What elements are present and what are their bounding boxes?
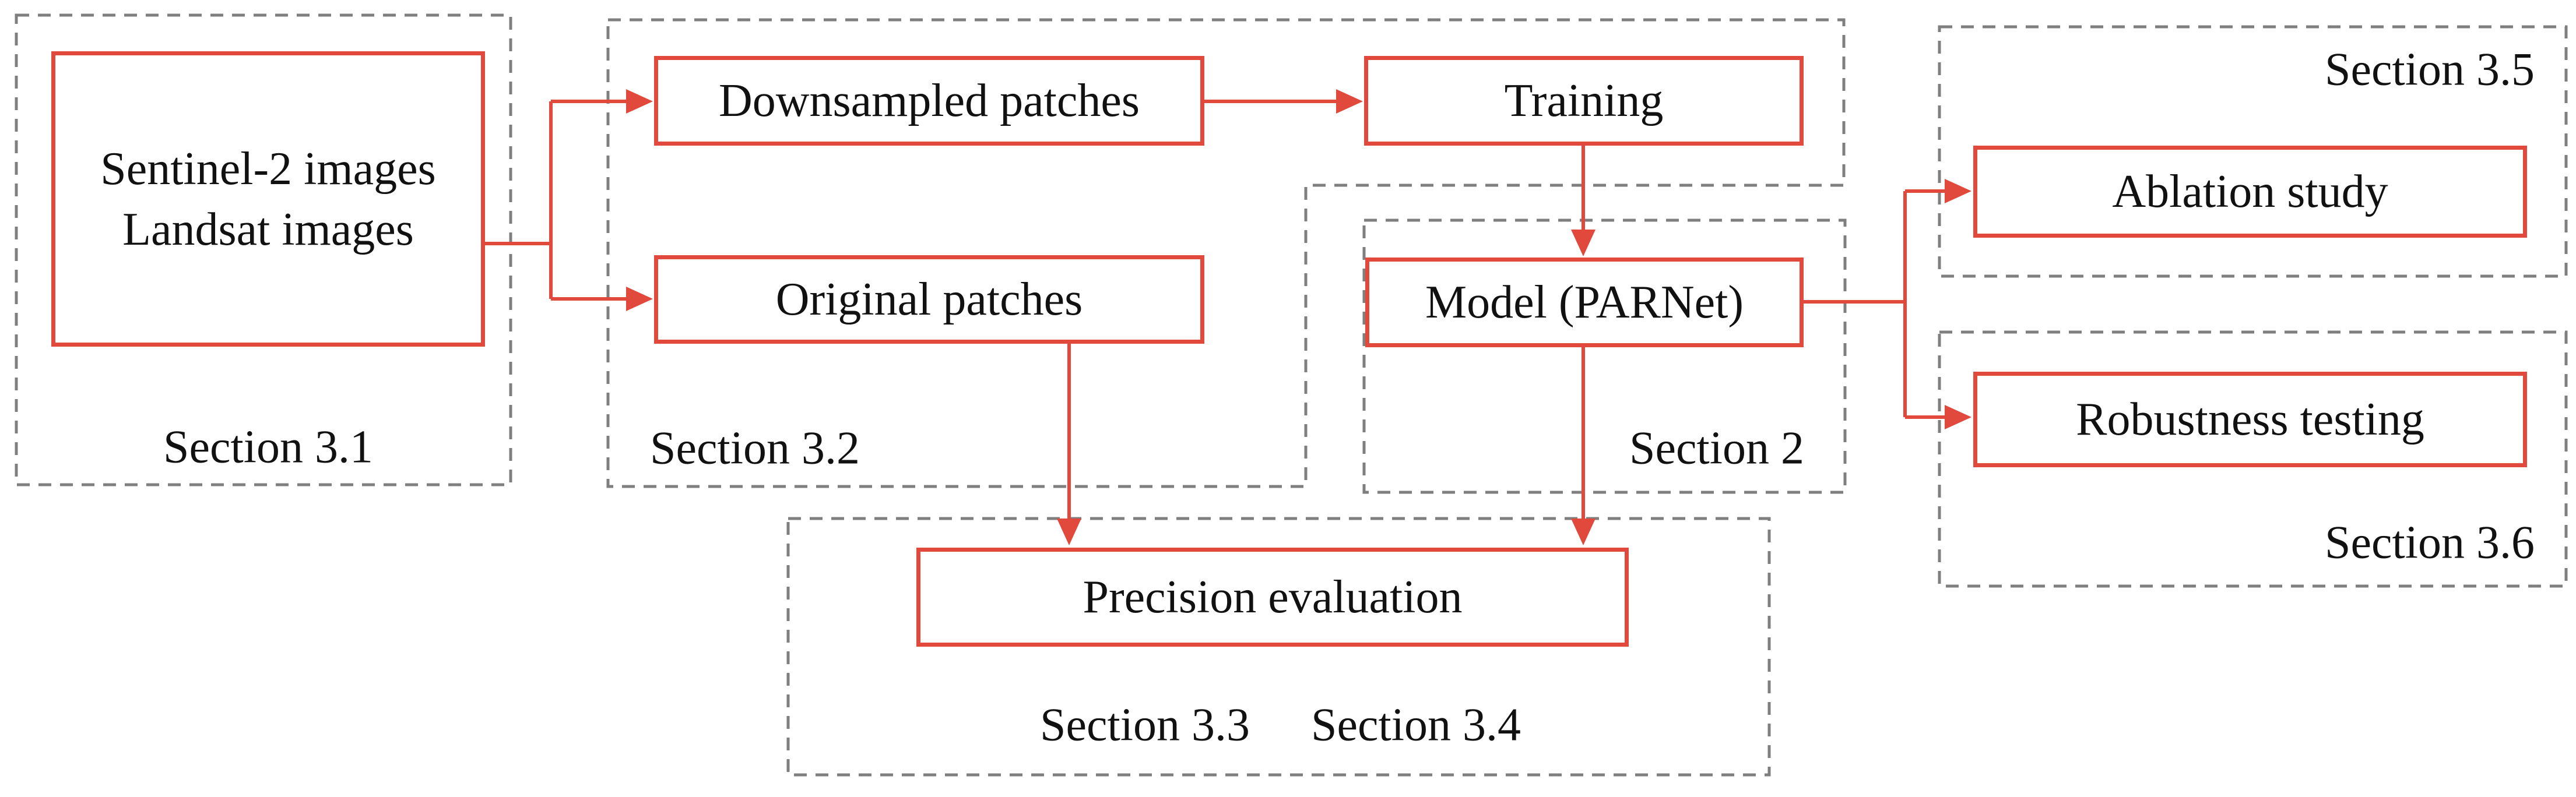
section-label-3-3: Section 3.3	[1040, 699, 1250, 751]
node-ablation-label: Ablation study	[2112, 166, 2388, 217]
node-model-label: Model (PARNet)	[1425, 277, 1744, 328]
section-label-3-5: Section 3.5	[2325, 44, 2535, 96]
node-ablation-study: Ablation study	[1973, 146, 2527, 238]
node-downsampled-label: Downsampled patches	[718, 75, 1140, 126]
section-3-2-outline	[606, 18, 1846, 488]
arrowhead-original-to-precision	[1057, 519, 1081, 545]
node-robustness-label: Robustness testing	[2076, 394, 2424, 445]
section-3-6-outline	[1938, 330, 2568, 588]
node-original-patches: Original patches	[654, 255, 1204, 344]
node-training: Training	[1364, 56, 1804, 146]
section-label-3-6: Section 3.6	[2325, 517, 2535, 569]
section-3-5-outline	[1938, 25, 2568, 278]
section-label-3-1: Section 3.1	[163, 421, 373, 473]
arrowhead-to-ablation	[1945, 179, 1971, 203]
node-sentinel-line2: Landsat images	[122, 203, 414, 255]
section-2-outline	[1362, 218, 1847, 494]
node-robustness-testing: Robustness testing	[1973, 372, 2527, 467]
arrowhead-to-original	[626, 287, 653, 311]
section-3-1-outline	[15, 13, 512, 486]
arrowhead-to-robustness	[1945, 405, 1971, 429]
node-downsampled-patches: Downsampled patches	[654, 56, 1204, 146]
node-original-label: Original patches	[775, 274, 1083, 325]
node-model-parnet: Model (PARNet)	[1365, 258, 1804, 347]
node-precision-label: Precision evaluation	[1083, 572, 1463, 623]
section-label-3-4: Section 3.4	[1311, 699, 1521, 751]
arrowhead-to-downsampled	[626, 89, 653, 114]
node-precision-evaluation: Precision evaluation	[916, 548, 1629, 647]
node-sentinel-line1: Sentinel-2 images	[100, 143, 436, 195]
section-3-3-3-4-outline	[786, 517, 1771, 777]
edge-model-branch	[1804, 189, 1947, 419]
arrowhead-model-to-precision	[1571, 519, 1595, 545]
section-label-3-2: Section 3.2	[650, 422, 860, 474]
arrowhead-to-training	[1336, 89, 1363, 114]
edge-sentinel-branch	[485, 100, 628, 301]
arrowhead-to-model	[1571, 230, 1595, 256]
node-training-label: Training	[1504, 75, 1664, 126]
node-sentinel-landsat-images: Sentinel-2 images Landsat images	[51, 51, 485, 347]
section-label-2: Section 2	[1629, 422, 1804, 474]
